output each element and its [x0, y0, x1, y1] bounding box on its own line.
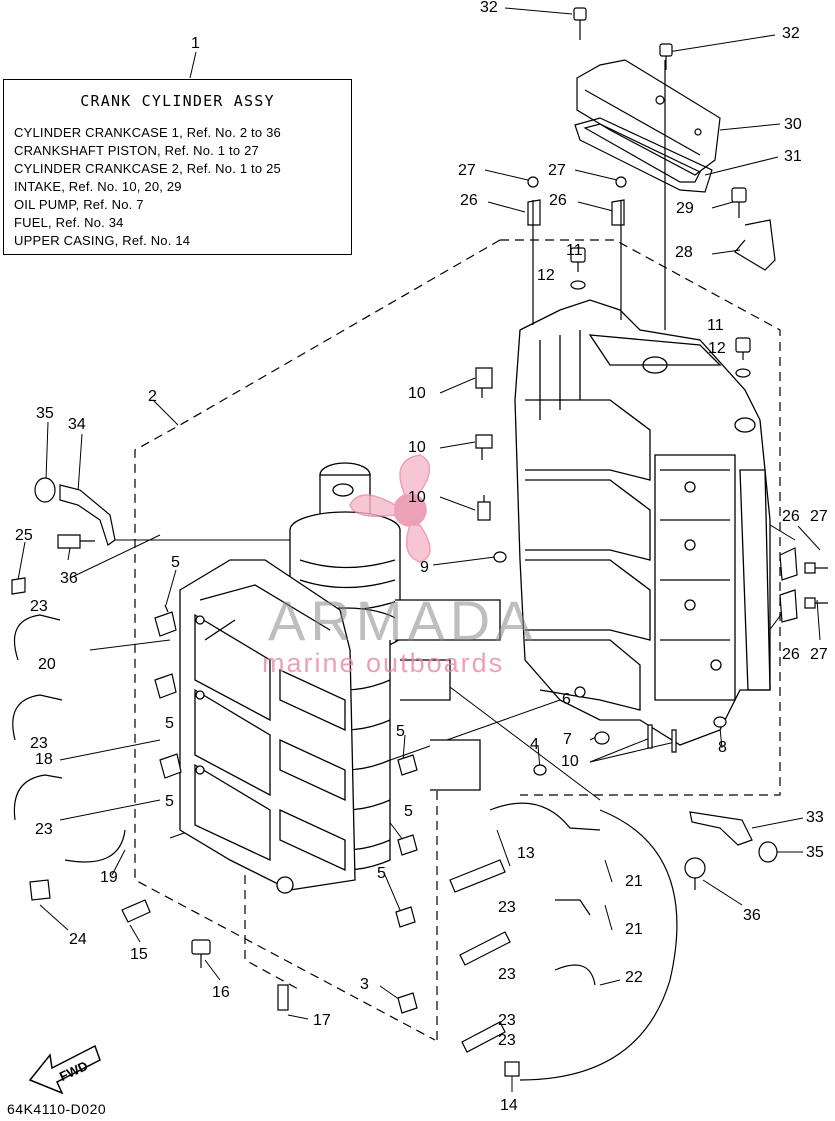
callout-number: 29 — [676, 200, 694, 217]
callout-number: 32 — [480, 0, 498, 16]
callout-number: 22 — [625, 969, 643, 986]
callout-number: 20 — [38, 656, 56, 673]
callout-number: 26 — [782, 508, 800, 525]
callout-number: 1 — [191, 35, 200, 52]
leader-lines — [17, 7, 821, 1092]
callout-number: 21 — [625, 921, 643, 938]
callout-number: 25 — [15, 527, 33, 544]
callout-number: 16 — [212, 984, 230, 1001]
cylinder-block-right — [514, 299, 771, 746]
callout-number: 2 — [148, 388, 157, 405]
callout-number: 23 — [498, 1012, 516, 1029]
callout-number: 26 — [782, 646, 800, 663]
callout-number: 34 — [68, 416, 86, 433]
callout-number: 8 — [718, 739, 727, 756]
callout-number: 27 — [810, 646, 828, 663]
reference-line: OIL PUMP, Ref. No. 7 — [14, 197, 144, 212]
callout-number: 11 — [566, 242, 583, 259]
callout-number: 23 — [30, 735, 48, 752]
callout-number: 12 — [708, 340, 726, 357]
callout-number: 32 — [782, 25, 800, 42]
reference-line: UPPER CASING, Ref. No. 14 — [14, 233, 191, 248]
callout-number: 13 — [517, 845, 535, 862]
callout-number: 35 — [36, 405, 54, 422]
callout-number: 6 — [562, 691, 571, 708]
callout-number: 28 — [675, 244, 693, 261]
callout-number: 33 — [806, 809, 824, 826]
reference-line: FUEL, Ref. No. 34 — [14, 215, 124, 230]
callout-number: 3 — [360, 976, 369, 993]
callout-number: 27 — [548, 162, 566, 179]
callout-number: 4 — [530, 736, 539, 753]
callout-number: 17 — [313, 1012, 331, 1029]
callout-number: 23 — [498, 1032, 516, 1049]
callout-number: 26 — [460, 192, 478, 209]
callout-number: 12 — [537, 267, 555, 284]
callout-number: 5 — [404, 803, 413, 820]
callout-number: 10 — [408, 385, 426, 402]
callout-number: 5 — [165, 793, 174, 810]
callout-number: 5 — [377, 865, 386, 882]
diagram-code: 64K4110-D020 — [7, 1101, 107, 1117]
callout-number: 26 — [549, 192, 567, 209]
callout-number: 19 — [100, 869, 118, 886]
callout-number: 10 — [408, 439, 426, 456]
reference-line: CYLINDER CRANKCASE 1, Ref. No. 2 to 36 — [14, 125, 281, 140]
callout-number: 5 — [171, 554, 180, 571]
callout-number: 27 — [810, 508, 828, 525]
callout-number: 24 — [69, 931, 87, 948]
callout-number: 23 — [498, 966, 516, 983]
callout-number: 10 — [408, 489, 426, 506]
callout-number: 23 — [30, 598, 48, 615]
callout-number: 30 — [784, 116, 802, 133]
callout-number: 15 — [130, 946, 148, 963]
assembly-reference-list: CYLINDER CRANKCASE 1, Ref. No. 2 to 36 C… — [14, 124, 281, 250]
crankcase-left — [179, 559, 356, 894]
callout-number: 36 — [60, 570, 78, 587]
callout-number: 27 — [458, 162, 476, 179]
callout-number: 35 — [806, 844, 824, 861]
reference-line: CRANKSHAFT PISTON, Ref. No. 1 to 27 — [14, 143, 259, 158]
fwd-label: FWD — [57, 1058, 90, 1084]
callout-number: 9 — [420, 559, 429, 576]
fwd-arrow: FWD — [28, 1044, 101, 1095]
callout-number: 11 — [707, 317, 724, 334]
callout-number: 7 — [563, 731, 572, 748]
assembly-info-box: CRANK CYLINDER ASSY CYLINDER CRANKCASE 1… — [3, 79, 352, 255]
small-parts — [11, 7, 828, 1081]
assembly-title: CRANK CYLINDER ASSY — [80, 92, 275, 110]
reference-line: CYLINDER CRANKCASE 2, Ref. No. 1 to 25 — [14, 161, 281, 176]
callout-number: 21 — [625, 873, 643, 890]
watermark-tagline: marine outboards — [262, 648, 505, 678]
callout-number: 36 — [743, 907, 761, 924]
callout-number: 5 — [165, 715, 174, 732]
callout-number: 14 — [500, 1097, 518, 1114]
callout-number: 23 — [35, 821, 53, 838]
watermark-brand: ARMADA — [268, 589, 538, 652]
reference-line: INTAKE, Ref. No. 10, 20, 29 — [14, 179, 182, 194]
callout-number: 5 — [396, 723, 405, 740]
propeller-logo — [349, 454, 431, 563]
callout-number: 10 — [561, 753, 579, 770]
dashed-assembly-outlines — [134, 239, 781, 1041]
top-cover — [574, 59, 721, 193]
mounting-rods — [532, 60, 666, 330]
callout-number: 31 — [784, 148, 802, 165]
callout-number: 23 — [498, 899, 516, 916]
callout-number: 18 — [35, 751, 53, 768]
